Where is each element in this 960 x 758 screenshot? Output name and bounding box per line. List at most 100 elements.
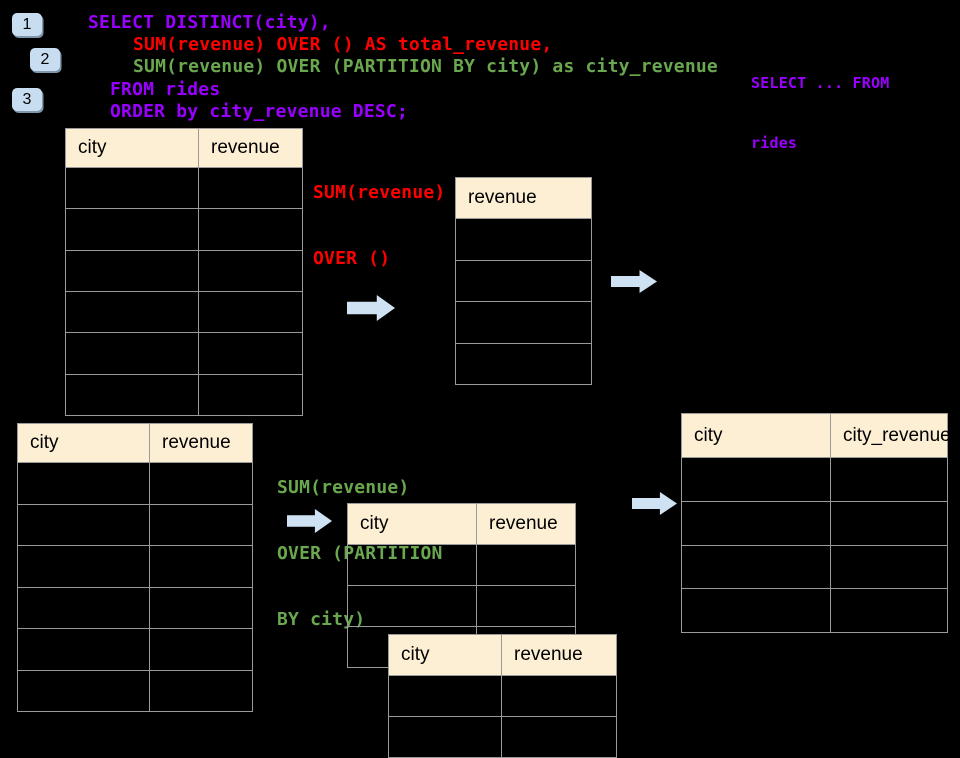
empty-cell [198,290,303,334]
table-row [347,585,576,627]
table-row [681,500,948,546]
empty-cell [65,373,199,417]
table-row [17,669,253,712]
empty-cell [830,457,948,502]
empty-cell [65,249,199,292]
table-row [17,586,253,629]
arrow-to-total-table-icon [347,295,395,321]
empty-cell [347,544,477,586]
empty-cell [388,716,502,758]
step-badge-3-label: 3 [22,90,32,108]
table-row [681,457,948,502]
empty-cell [830,500,948,546]
table-row [455,301,592,344]
empty-cell [681,544,831,590]
step-badge-3: 3 [12,88,42,111]
empty-cell [681,588,831,633]
empty-cell [17,669,150,712]
empty-cell [198,208,303,251]
empty-cell [830,544,948,590]
column-header: revenue [476,503,576,545]
table-row [455,259,592,302]
table-header-row: revenue [455,177,592,219]
column-header: revenue [149,423,253,463]
table-row [17,462,253,505]
step-badge-1: 1 [12,13,42,36]
from-rides-note: SELECT ... FROM rides [751,33,889,173]
table-row [65,332,303,375]
table-row [681,544,948,590]
slide-canvas: { "colors": { "background": "#000000", "… [12,12,951,758]
step-badge-2: 2 [30,48,60,71]
total-revenue-note-line1: SUM(revenue) [313,182,446,203]
table-total-revenue: revenue [455,177,592,385]
empty-cell [149,545,253,588]
empty-cell [476,585,576,627]
total-revenue-note-line2: OVER () [313,248,391,269]
column-header: revenue [198,128,303,168]
empty-cell [65,290,199,334]
step-badge-1-label: 1 [22,15,32,33]
empty-cell [455,218,592,261]
table-row [388,716,617,758]
empty-cell [17,545,150,588]
empty-cell [17,503,150,546]
empty-cell [198,332,303,375]
table-row [17,545,253,588]
empty-cell [65,166,199,210]
arrow-from-total-table-icon [611,270,657,293]
empty-cell [17,586,150,629]
empty-cell [347,585,477,627]
table-row [65,208,303,251]
from-rides-note-line1: SELECT ... FROM [751,74,890,92]
empty-cell [149,669,253,712]
total-revenue-note: SUM(revenue) OVER () [313,138,445,292]
empty-cell [17,462,150,505]
empty-cell [17,628,150,671]
column-header: city [65,128,199,168]
table-row [65,166,303,210]
table-row [65,290,303,334]
empty-cell [198,373,303,417]
table-row [65,249,303,292]
step-badge-2-label: 2 [40,50,50,68]
empty-cell [501,675,617,717]
column-header: revenue [501,634,617,676]
table-row [17,628,253,671]
empty-cell [388,675,502,717]
empty-cell [198,249,303,292]
from-rides-note-line2: rides [751,134,798,152]
empty-cell [476,544,576,586]
table-row [455,218,592,261]
table-row [65,373,303,417]
data-table: revenue [455,177,592,385]
sql-line-order-by: ORDER by city_revenue DESC; [110,101,408,122]
empty-cell [149,503,253,546]
column-header: city [17,423,150,463]
partition-note-line1: SUM(revenue) [277,477,410,498]
empty-cell [65,332,199,375]
empty-cell [501,716,617,758]
sql-line-sum-over-partition: SUM(revenue) OVER (PARTITION BY city) as… [133,56,718,77]
table-row [17,503,253,546]
empty-cell [149,462,253,505]
sql-line-sum-over-total: SUM(revenue) OVER () AS total_revenue, [133,34,553,55]
empty-cell [830,588,948,633]
empty-cell [455,259,592,302]
sql-line-select-distinct: SELECT DISTINCT(city), [88,12,331,33]
empty-cell [149,586,253,629]
table-row [455,342,592,385]
table-row [681,588,948,633]
column-header: revenue [455,177,592,219]
